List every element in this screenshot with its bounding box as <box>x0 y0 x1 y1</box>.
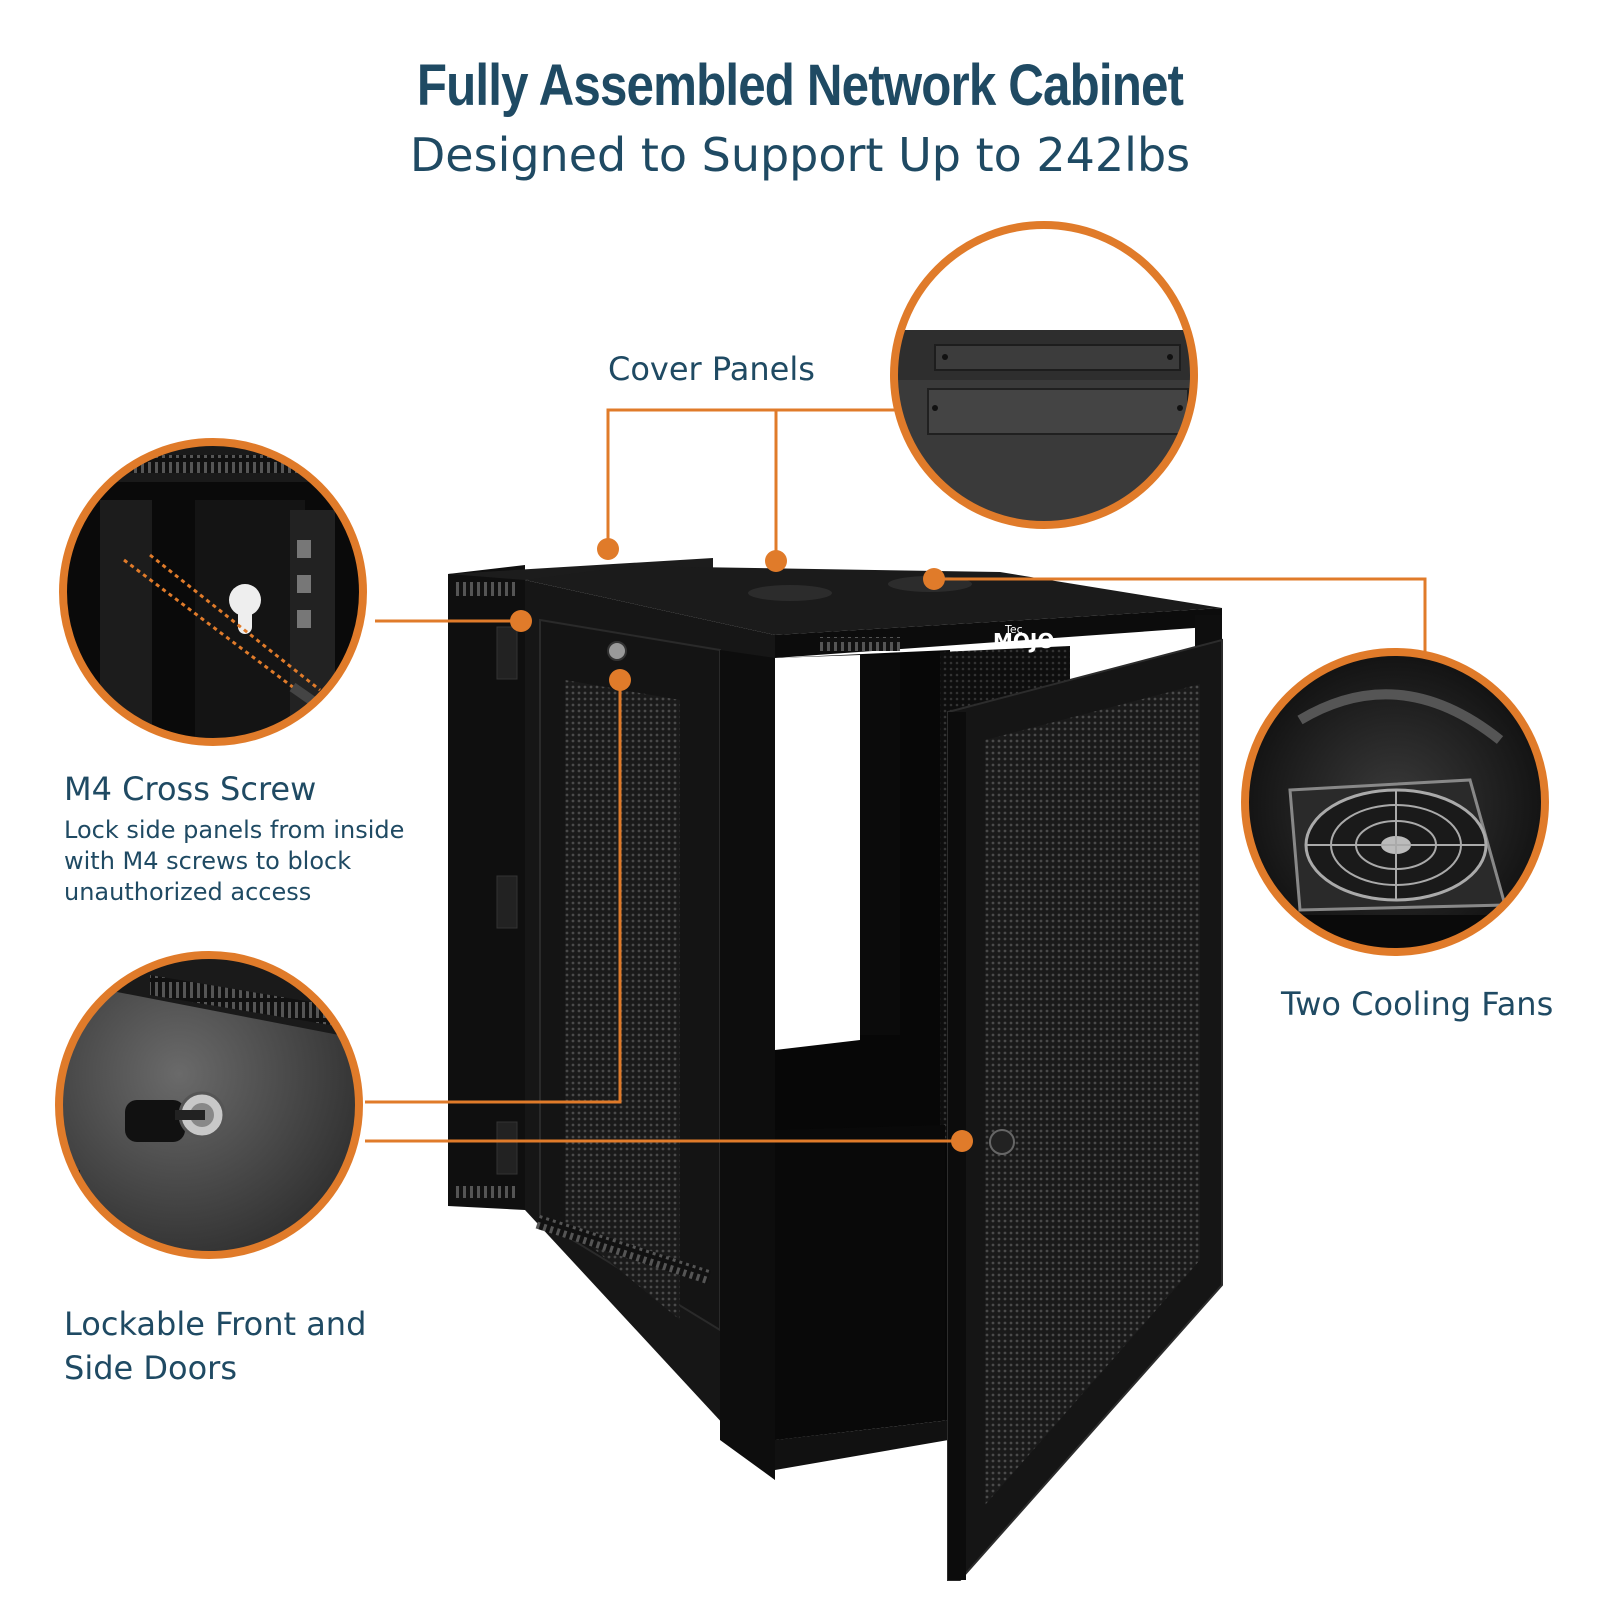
cabinet-top <box>525 566 1222 635</box>
leader-cover-left <box>606 408 778 561</box>
label-lockable-doors: Lockable Front and Side Doors <box>64 1302 366 1390</box>
marker-front-lock <box>951 1130 973 1152</box>
description-line: Lock side panels from inside <box>64 816 405 844</box>
leader-lock-side <box>365 680 622 1104</box>
marker-side-lock <box>609 669 631 691</box>
brand-small: Tec <box>1004 623 1023 636</box>
detail-circle-m4-screw <box>59 438 367 746</box>
network-cabinet: Tec MOJO <box>448 558 1223 1581</box>
leader-fans <box>934 577 1427 665</box>
page-subtitle: Designed to Support Up to 242lbs <box>409 128 1191 182</box>
brand-logo: MOJO <box>993 629 1054 653</box>
marker-screw <box>510 610 532 632</box>
page-title: Fully Assembled Network Cabinet <box>416 53 1184 118</box>
marker-fans <box>923 568 945 590</box>
marker-cover-center <box>765 550 787 572</box>
description-m4-cross-screw: Lock side panels from inside with M4 scr… <box>64 815 404 908</box>
door-lock-knob <box>989 1129 1015 1155</box>
label-line: Side Doors <box>64 1349 237 1387</box>
detail-circle-cooling-fans <box>1241 648 1549 956</box>
leader-lines <box>365 408 1427 1143</box>
description-line: unauthorized access <box>64 878 312 906</box>
label-cover-panels: Cover Panels <box>608 350 815 388</box>
rear-mount-section <box>448 565 525 1210</box>
label-line: Lockable Front and <box>64 1305 367 1343</box>
detail-circle-lockable-doors <box>55 951 363 1259</box>
description-line: with M4 screws to block <box>64 847 352 875</box>
detail-circle-cover-panels <box>890 221 1198 529</box>
label-m4-cross-screw: M4 Cross Screw <box>64 770 317 808</box>
marker-cover-left <box>597 538 619 560</box>
label-two-cooling-fans: Two Cooling Fans <box>1281 985 1554 1023</box>
